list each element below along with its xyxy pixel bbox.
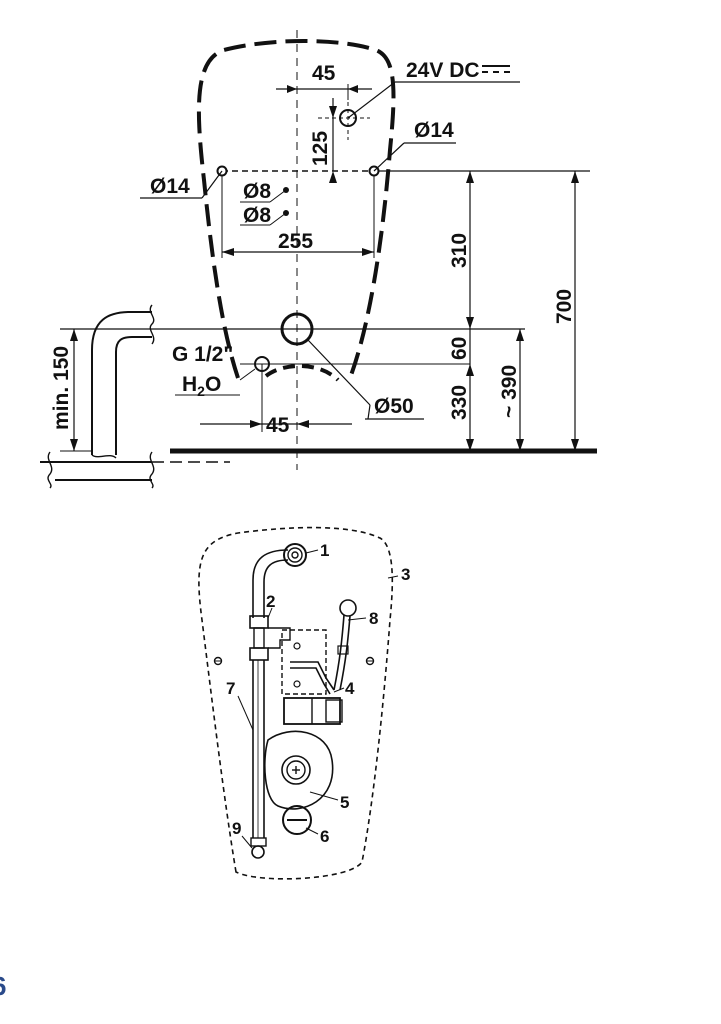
voltage-leader bbox=[347, 81, 396, 119]
callout-leader-8 bbox=[347, 617, 367, 621]
callout-6: 6 bbox=[320, 827, 329, 846]
callout-leader-3 bbox=[387, 575, 399, 579]
dim-125-label: 125 bbox=[309, 131, 332, 166]
dim-330-label: 330 bbox=[448, 385, 471, 420]
upper-pipe-outer bbox=[252, 549, 289, 618]
water-thread-label: G 1/2" bbox=[172, 343, 233, 366]
dim-arrow bbox=[466, 439, 474, 451]
hole-d8-b-leader bbox=[269, 212, 287, 226]
dim-310-label: 310 bbox=[448, 233, 471, 268]
top-installation-drawing: 45 24V DC 125 Ø14 Ø14 Ø8 bbox=[40, 30, 597, 489]
callout-leader-2 bbox=[267, 607, 273, 619]
inlet-fitting bbox=[250, 837, 267, 859]
callout-leader-9 bbox=[241, 835, 253, 849]
callout-5: 5 bbox=[340, 793, 349, 812]
page-marker: 6 bbox=[0, 971, 6, 1001]
dim-arrow bbox=[70, 329, 78, 341]
callout-1: 1 bbox=[320, 541, 329, 560]
urinal-bottom-arc bbox=[264, 364, 340, 382]
upper-pipe-inner bbox=[263, 559, 289, 618]
callout-8: 8 bbox=[369, 609, 378, 628]
dim-255-label: 255 bbox=[278, 230, 313, 253]
dim-arrow bbox=[516, 329, 524, 341]
dim-arrow bbox=[250, 420, 262, 428]
dim-arrow bbox=[329, 106, 337, 118]
dc-symbol bbox=[482, 65, 510, 73]
dim-arrow bbox=[362, 248, 374, 256]
mounting-screw-left bbox=[213, 656, 223, 666]
dim-60-label: 60 bbox=[448, 337, 471, 360]
dim-arrow bbox=[466, 317, 474, 329]
dim-arrow bbox=[287, 85, 297, 93]
water-label: H2O bbox=[182, 373, 221, 399]
power-cable bbox=[333, 599, 357, 691]
drain bbox=[282, 805, 312, 835]
callout-3: 3 bbox=[401, 565, 410, 584]
dim-arrow bbox=[348, 85, 358, 93]
dim-arrow bbox=[571, 439, 579, 451]
dim-390-label: ~ 390 bbox=[498, 365, 521, 418]
bottom-component-drawing: 1 2 3 4 5 6 7 8 9 bbox=[198, 526, 410, 880]
callout-leader-5 bbox=[309, 791, 339, 801]
dim-45-top-label: 45 bbox=[312, 62, 336, 85]
hole-d8-a-leader bbox=[269, 189, 287, 203]
outlet-d50-label: Ø50 bbox=[374, 395, 414, 418]
callout-leader-7 bbox=[237, 695, 254, 731]
callout-leader-6 bbox=[305, 827, 319, 835]
sensor-head bbox=[283, 543, 307, 567]
hole-d14-left-leader bbox=[201, 170, 223, 199]
dim-45-bottom-label: 45 bbox=[266, 414, 290, 437]
unit-outline bbox=[198, 526, 394, 880]
callout-2: 2 bbox=[266, 592, 275, 611]
dim-700-label: 700 bbox=[553, 289, 576, 324]
urinal-outline bbox=[196, 39, 396, 379]
water-pipe bbox=[252, 660, 265, 838]
callout-9: 9 bbox=[232, 819, 241, 838]
hole-d14-right-leader bbox=[373, 142, 405, 172]
dim-arrow bbox=[222, 248, 234, 256]
dim-arrow bbox=[466, 171, 474, 183]
wall-section bbox=[40, 451, 230, 489]
hole-d8-b-label: Ø8 bbox=[243, 204, 271, 227]
outlet-leader-kink bbox=[367, 404, 371, 420]
hole-d14-left-label: Ø14 bbox=[150, 175, 190, 198]
dim-arrow bbox=[297, 420, 309, 428]
hole-d14-right-label: Ø14 bbox=[414, 119, 454, 142]
callout-4: 4 bbox=[345, 679, 355, 698]
dim-min150-label: min. 150 bbox=[50, 346, 73, 430]
callout-leader-4 bbox=[333, 687, 345, 693]
outlet-assembly bbox=[264, 730, 334, 810]
mounting-screw-right bbox=[365, 656, 375, 666]
control-box bbox=[281, 629, 343, 725]
solenoid-valve bbox=[249, 615, 291, 661]
callout-leader-1 bbox=[305, 549, 319, 554]
outlet-leader bbox=[307, 339, 371, 406]
dim-arrow bbox=[466, 364, 474, 376]
dim-arrow bbox=[571, 171, 579, 183]
dim-arrow bbox=[70, 439, 78, 451]
dim-arrow bbox=[329, 171, 337, 183]
voltage-label: 24V DC bbox=[406, 59, 480, 82]
hole-d8-a-label: Ø8 bbox=[243, 180, 271, 203]
inlet-leader bbox=[239, 368, 256, 381]
dim-arrow bbox=[516, 439, 524, 451]
supply-pipe bbox=[91, 304, 155, 459]
callout-7: 7 bbox=[226, 679, 235, 698]
